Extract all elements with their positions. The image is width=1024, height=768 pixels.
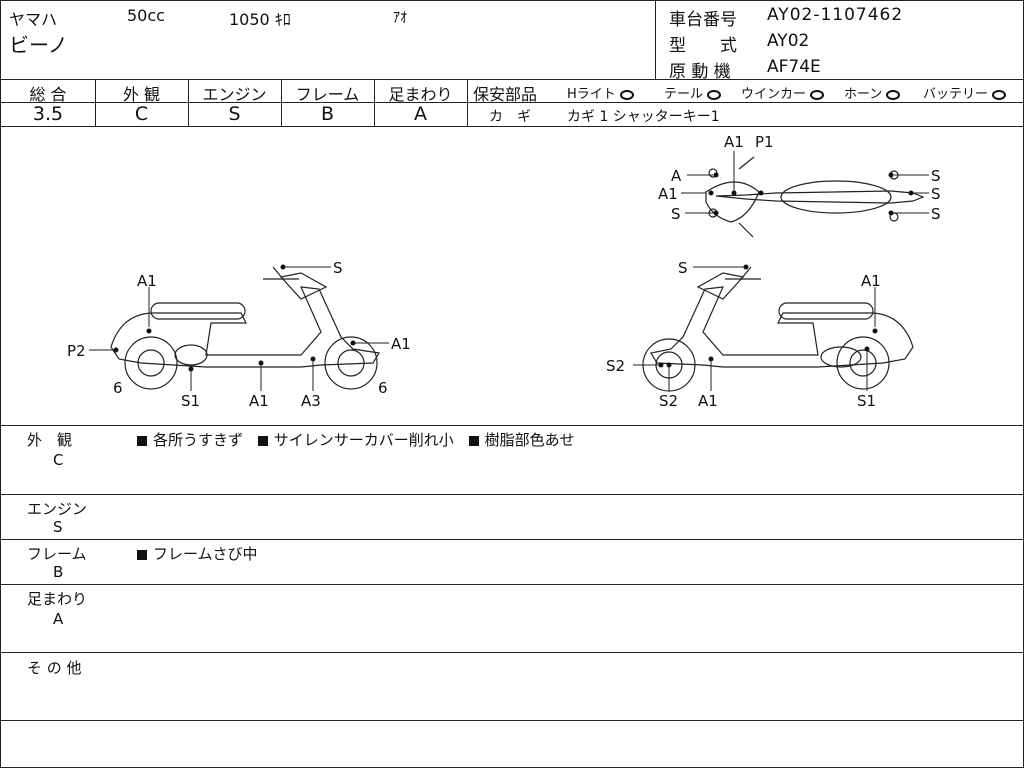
note-frame-category: フレーム <box>27 545 87 563</box>
scooter-top-view <box>705 156 925 238</box>
note-other-category: そ の 他 <box>27 659 82 677</box>
key-label: カ ギ <box>489 109 531 125</box>
label-right-s2-bottom: S2 <box>659 392 678 410</box>
engine-value: AF74E <box>767 57 821 77</box>
grade-frame-label: フレーム <box>295 85 360 104</box>
label-top-s2: S <box>931 185 941 203</box>
label-top-a1-left: A1 <box>658 185 678 203</box>
note-engine-category: エンジン <box>27 500 88 518</box>
header-divider <box>655 1 656 79</box>
model-name: ビーノ <box>9 33 68 57</box>
safety-item-tail: テール <box>664 83 722 102</box>
label-left-p2: P2 <box>67 342 86 360</box>
grade-suspension-label: 足まわり <box>388 85 453 104</box>
type-label: 型 式 <box>669 36 737 56</box>
displacement: 50cc <box>127 6 165 25</box>
note-frame-grade: B <box>53 563 64 581</box>
label-right-a1-bottom: A1 <box>698 392 718 410</box>
label-left-6a: 6 <box>113 379 123 397</box>
label-top-a: A <box>671 167 682 185</box>
note-suspension-category: 足まわり <box>27 590 88 608</box>
safety-item-horn: ホーン <box>844 83 901 102</box>
grade-exterior-label: 外 観 <box>122 85 161 104</box>
type-value: AY02 <box>767 31 810 51</box>
safety-item-winker: ウインカー <box>741 83 825 102</box>
note-exterior-grade: C <box>53 451 64 469</box>
frame-no-label: 車台番号 <box>669 10 737 30</box>
color: ｱｵ <box>393 10 407 26</box>
grade-exterior-value: C <box>134 103 149 125</box>
grade-overall-value: 3.5 <box>32 103 64 125</box>
grade-suspension-value: A <box>414 103 427 125</box>
label-right-a1-top: A1 <box>861 272 881 290</box>
note-engine-grade: S <box>53 518 63 536</box>
note-frame-items: フレームさび中 <box>137 543 258 564</box>
note-suspension-grade: A <box>53 610 64 628</box>
grade-engine-label: エンジン <box>202 85 267 104</box>
mileage: 1050 ｷﾛ <box>229 10 291 29</box>
label-left-a1-bottom: A1 <box>249 392 269 410</box>
grade-engine-value: S <box>228 103 241 125</box>
label-top-s3: S <box>931 205 941 223</box>
ok-circle-icon <box>810 89 825 100</box>
grade-frame-value: B <box>320 103 335 125</box>
label-left-s: S <box>333 259 343 277</box>
key-value: カギ 1 シャッターキー1 <box>567 109 720 125</box>
label-left-a1-right: A1 <box>391 335 411 353</box>
engine-label: 原 動 機 <box>669 62 731 82</box>
label-top-p1: P1 <box>755 133 774 151</box>
ok-circle-icon <box>992 89 1007 100</box>
label-top-a1: A1 <box>724 133 744 151</box>
frame-no-value: AY02-1107462 <box>767 5 904 25</box>
damage-diagram: A1 P1 A A1 S S S S S A1 P2 A1 6 S1 A1 A3… <box>67 133 941 410</box>
label-right-s2-left: S2 <box>606 357 625 375</box>
safety-label: 保安部品 <box>473 85 538 104</box>
scooter-left-view <box>110 266 380 390</box>
bullet-icon <box>137 435 147 446</box>
label-left-s1: S1 <box>181 392 200 410</box>
maker: ヤマハ <box>9 10 58 29</box>
grade-overall-label: 総 合 <box>29 85 67 104</box>
safety-item-battery: バッテリー <box>923 83 1007 102</box>
safety-item-headlight: Hライト <box>567 83 634 102</box>
note-exterior-category: 外 観 <box>27 431 73 449</box>
label-top-s1: S <box>931 167 941 185</box>
label-left-a1-top: A1 <box>137 272 157 290</box>
ok-circle-icon <box>707 89 722 100</box>
label-right-s: S <box>678 259 688 277</box>
bullet-icon <box>468 435 479 446</box>
note-exterior-items: 各所うすきず サイレンサーカバー削れ小 樹脂部色あせ <box>137 429 575 450</box>
bullet-icon <box>257 435 268 446</box>
bullet-icon <box>137 549 147 560</box>
label-left-a3: A3 <box>301 392 321 410</box>
label-right-s1: S1 <box>857 392 876 410</box>
ok-circle-icon <box>886 89 901 100</box>
label-left-6b: 6 <box>378 379 388 397</box>
label-top-s-left: S <box>671 205 681 223</box>
ok-circle-icon <box>619 89 634 100</box>
